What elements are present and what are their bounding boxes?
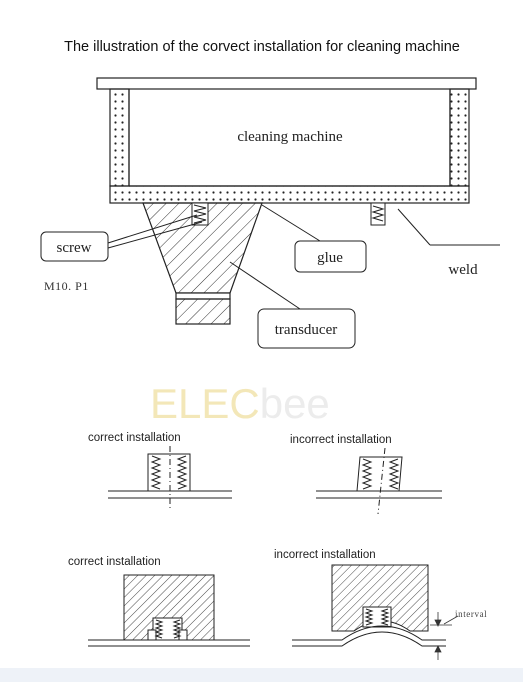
detail-bottom-left-label: correct installation — [68, 556, 161, 568]
tank-label: cleaning machine — [237, 129, 343, 145]
weld-callout — [397, 208, 500, 246]
incorrect-stud-detail — [316, 447, 442, 515]
cleaning-tank — [96, 77, 477, 204]
weld-label: weld — [448, 262, 478, 278]
interval-label: interval — [455, 609, 487, 619]
glue-callout — [261, 204, 367, 273]
page-bottom-band — [0, 668, 523, 682]
watermark-part2: bee — [260, 380, 330, 427]
glue-label: glue — [317, 250, 343, 266]
watermark-part1: ELEC — [150, 380, 260, 427]
detail-bottom-right-label: incorrect installation — [274, 549, 376, 561]
watermark: ELECbee — [150, 380, 330, 427]
page-title: The illustration of the corvect installa… — [64, 39, 460, 55]
transducer-callout — [229, 261, 356, 349]
correct-stud-detail — [108, 446, 232, 510]
detail-top-left-label: correct installation — [88, 432, 181, 444]
detail-top-right-label: incorrect installation — [290, 434, 392, 446]
weld-stud — [370, 202, 386, 226]
interval-indicator — [430, 612, 459, 660]
screw-spec: M10. P1 — [44, 279, 89, 293]
screw-callout — [40, 214, 203, 262]
transducer-label: transducer — [275, 322, 337, 338]
transducer-screw — [191, 202, 209, 226]
screw-label: screw — [57, 240, 92, 256]
correct-transducer-detail — [88, 574, 250, 647]
incorrect-transducer-detail — [292, 564, 446, 647]
transducer — [142, 202, 263, 325]
